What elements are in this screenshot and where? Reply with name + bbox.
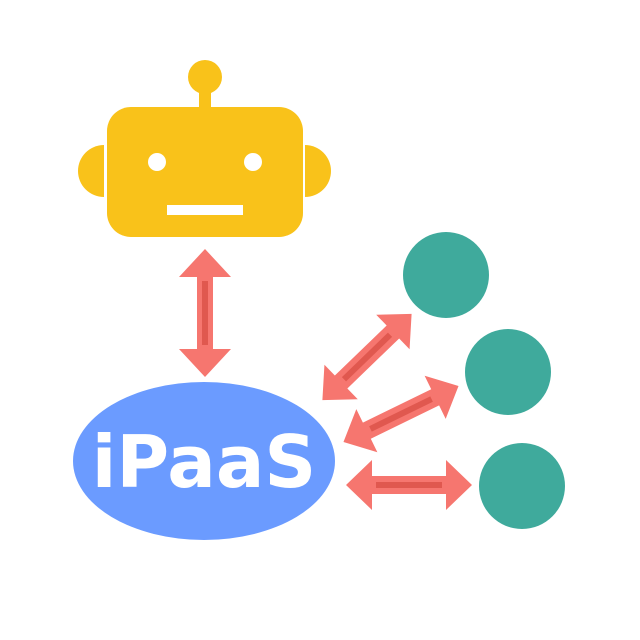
ipaas-label: iPaaS	[92, 420, 317, 504]
robot-antenna-ball	[188, 60, 222, 94]
robot-mouth	[167, 205, 243, 215]
ipaas-ellipse	[73, 382, 335, 540]
robot-icon	[78, 60, 331, 237]
ipaas-hub: iPaaS	[73, 382, 335, 540]
arrow-inner-line	[376, 482, 442, 488]
arrow-inner-line	[202, 281, 208, 345]
robot-right-eye	[244, 153, 262, 171]
double-arrow-robot-hub	[179, 249, 231, 377]
robot-left-eye	[148, 153, 166, 171]
robot-head	[107, 107, 303, 237]
node-circle-bottom	[479, 443, 565, 529]
arrow-inner-line	[369, 396, 433, 432]
double-arrow-hub-node-bottom	[346, 460, 472, 510]
robot-left-ear	[78, 145, 104, 197]
node-circle-middle	[465, 329, 551, 415]
node-circle-top	[403, 232, 489, 318]
arrow-inner-line	[341, 332, 393, 382]
double-arrow-hub-node-top	[322, 313, 412, 401]
robot-right-ear	[305, 145, 331, 197]
double-arrow-hub-node-middle	[343, 375, 459, 453]
